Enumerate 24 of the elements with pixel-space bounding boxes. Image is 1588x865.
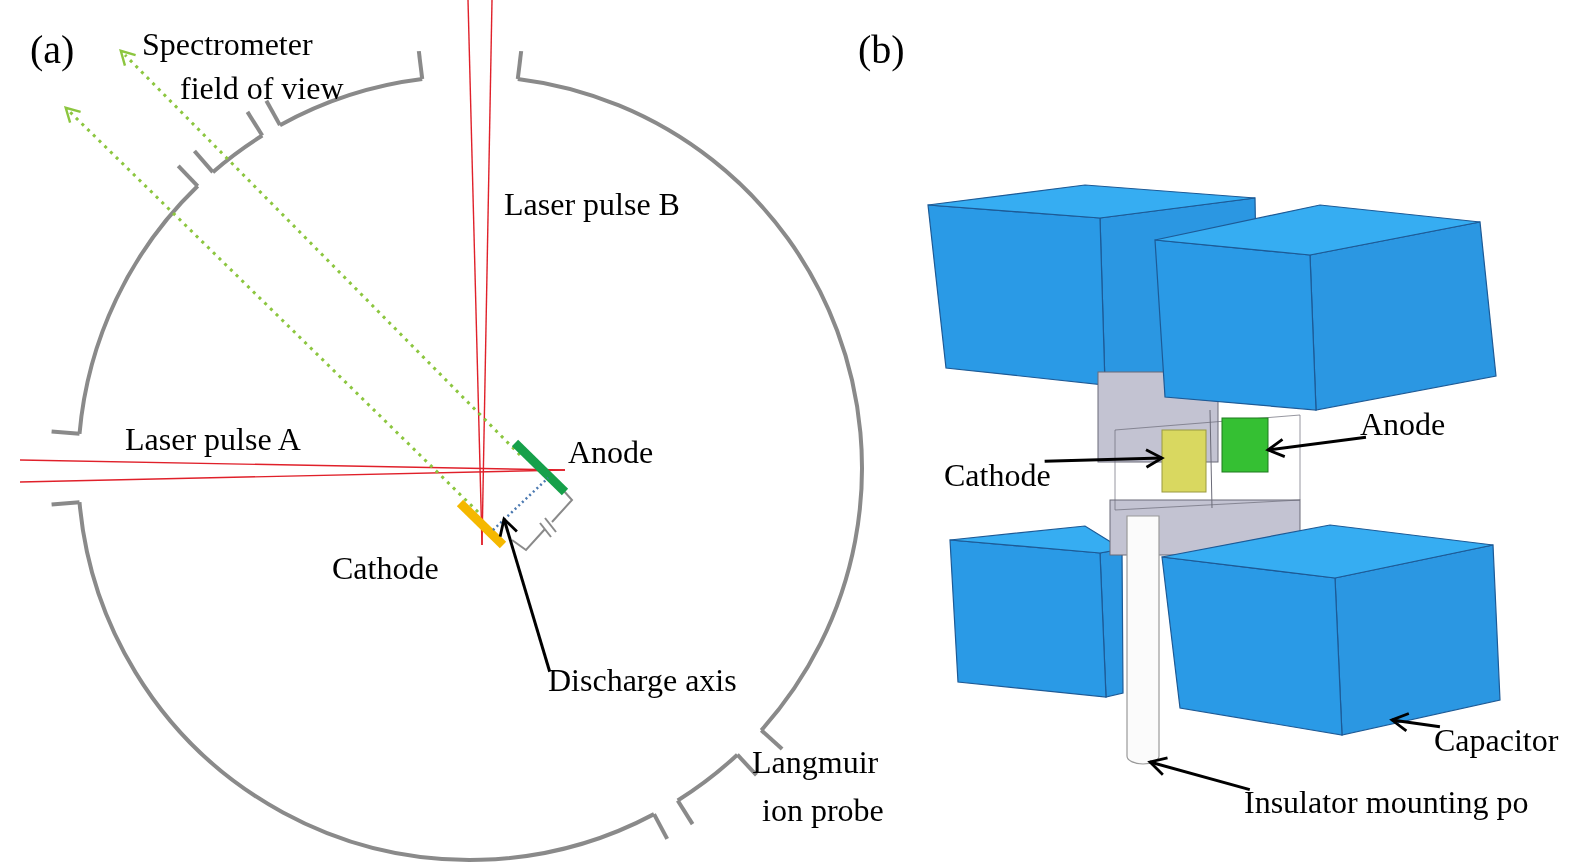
part-label: Cathode [332,549,439,588]
capacitor-block [1154,204,1497,411]
capacitor-block [949,525,1124,698]
anode-plate [1221,417,1269,473]
part-label: Anode [568,433,654,472]
annotation-text: Spectrometer field of view [142,25,345,108]
leader-line [1044,448,1164,469]
panel-label: (b) [858,28,905,72]
annotation-text: Laser pulse A [125,420,301,459]
panel-label: (a) [30,28,75,72]
leader-line [1148,756,1251,792]
leader-line [1390,712,1441,733]
insulator-post [1126,515,1160,765]
part-label: Capacitor [1434,718,1559,762]
part-label: Cathode [944,453,1051,497]
part-label: Anode [1360,402,1446,446]
leader-line [1266,435,1367,459]
leader-line [498,517,552,673]
discharge-axis-line [492,477,549,531]
cathode-plate [1161,429,1207,493]
part-label: Discharge axis [548,658,737,702]
part-label: Insulator mounting po [1244,780,1529,824]
part-label: Langmuir ion probe [752,743,885,830]
annotation-text: Laser pulse B [504,185,680,224]
